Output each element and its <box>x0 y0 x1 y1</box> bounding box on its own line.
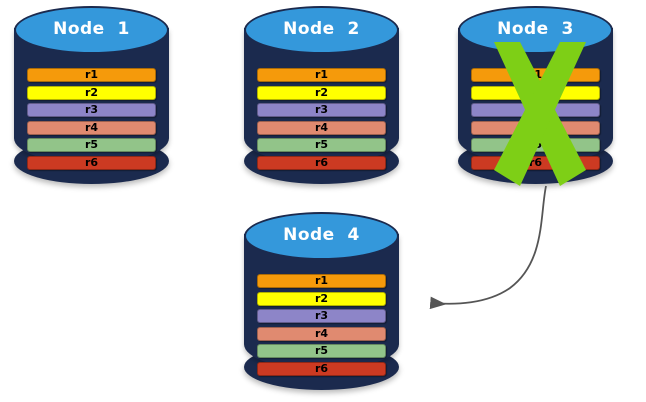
replica-row[interactable]: r3 <box>27 103 156 118</box>
replica-label: r2 <box>314 291 329 305</box>
replica-row[interactable]: r2 <box>257 85 386 100</box>
replica-label: r3 <box>314 309 329 323</box>
replica-row[interactable]: r4 <box>27 120 156 135</box>
replica-label: r2 <box>84 85 99 99</box>
replica-row[interactable]: r5 <box>257 138 386 153</box>
replica-label: r5 <box>528 138 543 152</box>
replica-row[interactable]: r6 <box>471 155 600 170</box>
replica-label: r6 <box>528 155 543 169</box>
replica-label: r6 <box>314 361 329 375</box>
replica-label: r3 <box>314 103 329 117</box>
replica-row[interactable]: r5 <box>257 344 386 359</box>
replica-label: r5 <box>84 138 99 152</box>
cylinder-top-ellipse <box>14 6 169 54</box>
replica-label: r6 <box>314 155 329 169</box>
replica-label: r5 <box>314 138 329 152</box>
replica-label: r2 <box>528 85 543 99</box>
replica-label: r5 <box>314 344 329 358</box>
node-cylinder-1[interactable]: Node 1 r1 r2 r3 r4 r5 r6 <box>14 6 169 186</box>
replica-row[interactable]: r1 <box>27 68 156 82</box>
replica-label: r4 <box>528 120 543 134</box>
replica-list: r1 r2 r3 r4 r5 r6 <box>27 68 156 174</box>
replica-row[interactable]: r3 <box>257 309 386 324</box>
replica-label: r3 <box>84 103 99 117</box>
replica-list: r1 r2 r3 r4 r5 r6 <box>257 68 386 174</box>
replica-label: r2 <box>314 85 329 99</box>
replica-list: r1 r2 r3 r4 r5 r6 <box>257 274 386 380</box>
replica-list: r1 r2 r3 r4 r5 r6 <box>471 68 600 174</box>
replica-row[interactable]: r2 <box>257 291 386 306</box>
replica-label: r4 <box>314 120 329 134</box>
replica-label: r4 <box>84 120 99 134</box>
node-label: Node 2 <box>283 19 360 39</box>
node-label: Node 3 <box>497 19 574 39</box>
replica-row[interactable]: r1 <box>257 68 386 82</box>
cylinder-top-ellipse <box>244 6 399 54</box>
replica-row[interactable]: r5 <box>27 138 156 153</box>
replica-row[interactable]: r3 <box>471 103 600 118</box>
replica-row[interactable]: r2 <box>471 85 600 100</box>
replica-label: r6 <box>84 155 99 169</box>
replica-row[interactable]: r4 <box>471 120 600 135</box>
arrow-node3-to-node4 <box>429 185 547 310</box>
replica-label: r3 <box>528 103 543 117</box>
node-cylinder-2[interactable]: Node 2 r1 r2 r3 r4 r5 r6 <box>244 6 399 186</box>
node-label: Node 4 <box>283 225 360 245</box>
replica-label: r1 <box>528 68 543 81</box>
replica-label: r1 <box>84 68 99 81</box>
replica-row[interactable]: r6 <box>257 361 386 376</box>
node-cylinder-4[interactable]: Node 4 r1 r2 r3 r4 r5 r6 <box>244 212 399 392</box>
node-cylinder-3[interactable]: Node 3 r1 r2 r3 r4 r5 r6 <box>458 6 613 186</box>
replica-row[interactable]: r1 <box>471 68 600 82</box>
replica-row[interactable]: r4 <box>257 120 386 135</box>
replica-row[interactable]: r6 <box>257 155 386 170</box>
replica-row[interactable]: r1 <box>257 274 386 288</box>
replica-row[interactable]: r4 <box>257 326 386 341</box>
replica-label: r1 <box>314 274 329 287</box>
replica-label: r4 <box>314 326 329 340</box>
replica-row[interactable]: r5 <box>471 138 600 153</box>
replica-row[interactable]: r2 <box>27 85 156 100</box>
node-label: Node 1 <box>53 19 130 39</box>
replica-row[interactable]: r6 <box>27 155 156 170</box>
replica-label: r1 <box>314 68 329 81</box>
cylinder-top-ellipse <box>244 212 399 260</box>
replica-row[interactable]: r3 <box>257 103 386 118</box>
